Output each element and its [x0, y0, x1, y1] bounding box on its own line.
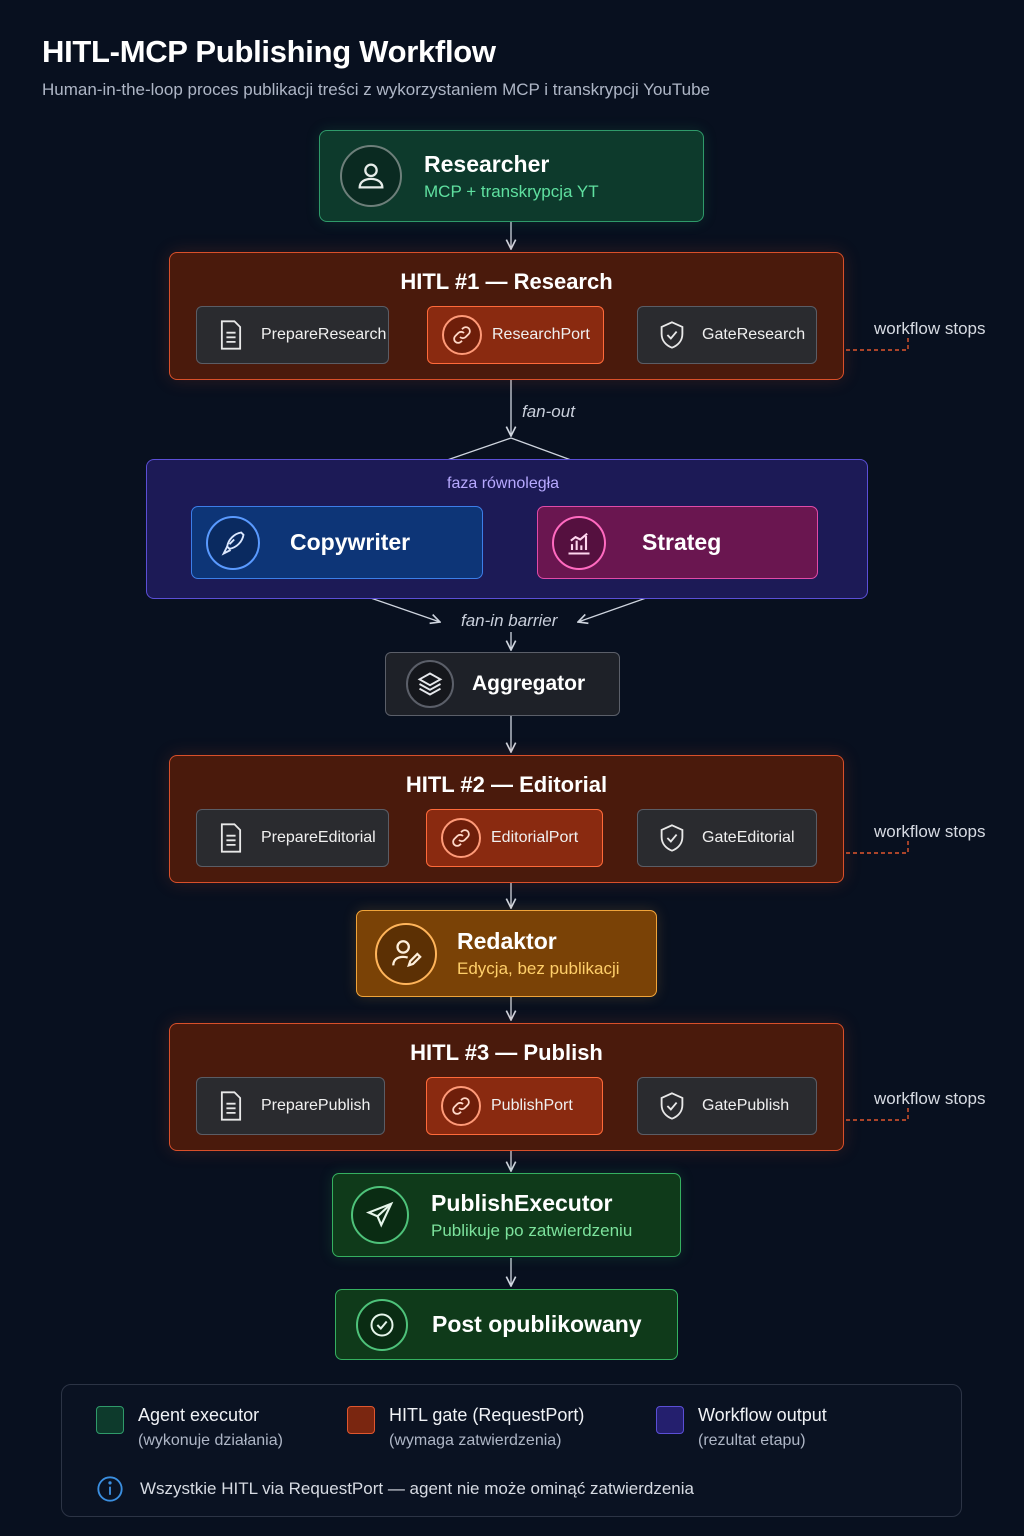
document-icon: [211, 315, 251, 355]
document-icon: [211, 1086, 251, 1126]
step-label: GatePublish: [702, 1097, 790, 1114]
hitl-group-editorial: HITL #2 — Editorial PrepareEditorial Edi…: [169, 755, 844, 883]
stop-line-3: [846, 1108, 909, 1121]
gate-publish-step[interactable]: GatePublish: [637, 1077, 817, 1135]
legend-subtitle: (wykonuje działania): [138, 1432, 283, 1449]
stop-line-2: [846, 841, 909, 854]
step-label: PrepareEditorial: [261, 829, 376, 846]
legend-item-hitl: HITL gate (RequestPort) (wymaga zatwierd…: [347, 1405, 584, 1450]
publish-executor-node[interactable]: PublishExecutor Publikuje po zatwierdzen…: [332, 1173, 681, 1257]
user-edit-icon: [375, 922, 437, 985]
info-icon: [97, 1476, 123, 1502]
link-icon: [441, 1086, 481, 1126]
prepare-publish-step[interactable]: PreparePublish: [196, 1077, 385, 1135]
step-label: PrepareResearch: [261, 326, 387, 343]
researcher-title: Researcher: [424, 150, 550, 177]
parallel-phase-label: faza równoległa: [447, 475, 560, 492]
stop-line-1: [846, 338, 909, 351]
research-port-step[interactable]: ResearchPort: [427, 306, 604, 364]
prepare-research-step[interactable]: PrepareResearch: [196, 306, 389, 364]
check-circle-icon: [356, 1298, 408, 1351]
legend-item-output: Workflow output (rezultat etapu): [656, 1405, 827, 1450]
step-label: GateResearch: [702, 326, 806, 343]
redaktor-subtitle: Edycja, bez publikacji: [457, 959, 620, 978]
step-label: PublishPort: [491, 1097, 573, 1114]
send-icon: [351, 1186, 409, 1244]
shield-check-icon: [652, 1086, 692, 1126]
step-label: EditorialPort: [491, 829, 579, 846]
legend-item-agent: Agent executor (wykonuje działania): [96, 1405, 283, 1450]
step-label: ResearchPort: [492, 326, 590, 343]
researcher-subtitle: MCP + transkrypcja YT: [424, 181, 599, 201]
editorial-port-step[interactable]: EditorialPort: [426, 809, 603, 867]
copywriter-node[interactable]: Copywriter: [191, 506, 483, 579]
executor-subtitle: Publikuje po zatwierdzeniu: [431, 1220, 633, 1240]
step-label: PreparePublish: [261, 1097, 371, 1114]
hitl-title: HITL #2 — Editorial: [405, 772, 608, 797]
bar-chart-icon: [552, 515, 606, 570]
layers-icon: [406, 660, 454, 708]
document-icon: [211, 818, 251, 858]
hitl-group-research: HITL #1 — Research PrepareResearch Resea…: [169, 252, 844, 380]
page-subtitle: Human-in-the-loop proces publikacji treś…: [42, 80, 710, 99]
redaktor-node[interactable]: Redaktor Edycja, bez publikacji: [356, 910, 657, 997]
prepare-editorial-step[interactable]: PrepareEditorial: [196, 809, 389, 867]
strateg-node[interactable]: Strateg: [537, 506, 818, 579]
step-label: GateEditorial: [702, 829, 795, 846]
executor-title: PublishExecutor: [431, 1189, 613, 1216]
legend-title: Agent executor: [138, 1405, 260, 1425]
hitl-title: HITL #3 — Publish: [410, 1040, 603, 1065]
user-icon: [340, 145, 402, 207]
hitl-group-publish: HITL #3 — Publish PreparePublish Publish…: [169, 1023, 844, 1151]
fan-in-barrier-label: fan-in barrier: [461, 611, 558, 630]
legend-subtitle: (wymaga zatwierdzenia): [389, 1432, 562, 1449]
legend-note: Wszystkie HITL via RequestPort — agent n…: [96, 1475, 694, 1503]
link-icon: [442, 315, 482, 355]
shield-check-icon: [652, 315, 692, 355]
legend-swatch-green: [96, 1406, 124, 1434]
legend-title: HITL gate (RequestPort): [389, 1405, 585, 1425]
aggregator-title: Aggregator: [472, 672, 586, 695]
workflow-stops-label-2: workflow stops: [874, 822, 986, 841]
redaktor-title: Redaktor: [457, 928, 557, 954]
shield-check-icon: [652, 818, 692, 858]
legend-swatch-purple: [656, 1406, 684, 1434]
researcher-node[interactable]: Researcher MCP + transkrypcja YT: [319, 130, 704, 222]
hitl-title: HITL #1 — Research: [400, 269, 613, 294]
fan-out-label: fan-out: [522, 402, 575, 421]
copywriter-title: Copywriter: [290, 529, 411, 555]
pen-nib-icon: [206, 515, 260, 570]
gate-editorial-step[interactable]: GateEditorial: [637, 809, 817, 867]
aggregator-node[interactable]: Aggregator: [385, 652, 620, 716]
legend-note-text: Wszystkie HITL via RequestPort — agent n…: [140, 1479, 694, 1498]
legend-subtitle: (rezultat etapu): [698, 1432, 806, 1449]
post-published-node: Post opublikowany: [335, 1289, 678, 1360]
gate-research-step[interactable]: GateResearch: [637, 306, 817, 364]
workflow-stops-label-1: workflow stops: [874, 319, 986, 338]
done-title: Post opublikowany: [432, 1311, 642, 1337]
publish-port-step[interactable]: PublishPort: [426, 1077, 603, 1135]
legend-swatch-orange: [347, 1406, 375, 1434]
workflow-stops-label-3: workflow stops: [874, 1089, 986, 1108]
legend: Agent executor (wykonuje działania) HITL…: [61, 1384, 962, 1517]
legend-title: Workflow output: [698, 1405, 827, 1425]
link-icon: [441, 818, 481, 858]
page-title: HITL-MCP Publishing Workflow: [42, 34, 496, 69]
strateg-title: Strateg: [642, 529, 722, 555]
